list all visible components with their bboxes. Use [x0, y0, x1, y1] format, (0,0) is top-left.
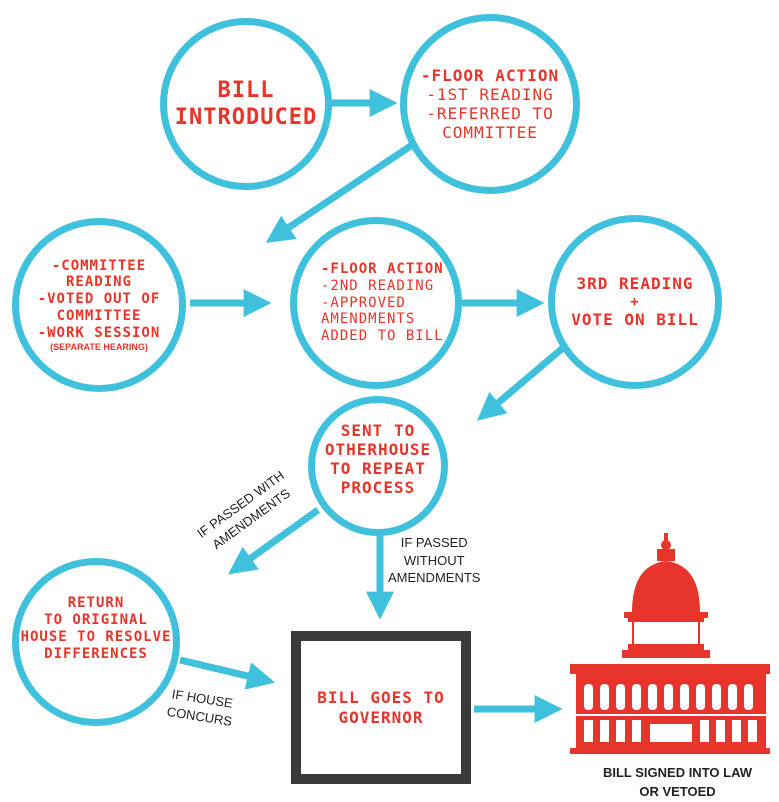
node-text: COMMITTEE: [442, 123, 538, 143]
node-text: SENT TO: [340, 420, 416, 440]
arrow-return-to-governor: [179, 656, 276, 690]
node-text: -FLOOR ACTION: [321, 261, 444, 277]
node-text: HOUSE TO RESOLVE: [20, 629, 172, 645]
node-return-original-house: RETURN TO ORIGINAL HOUSE TO RESOLVE DIFF…: [12, 558, 180, 726]
node-governor: BILL GOES TO GOVERNOR: [291, 631, 471, 784]
node-text: -2ND READING: [321, 277, 435, 294]
node-text: DIFFERENCES: [44, 645, 148, 662]
node-text: -REFERRED TO: [426, 104, 554, 123]
label-line: IF PASSED: [400, 535, 468, 550]
node-text: TO REPEAT: [330, 459, 426, 478]
node-text: -APPROVED: [321, 294, 406, 311]
node-third-reading: 3RD READING + VOTE ON BILL: [548, 215, 722, 389]
node-text: BILL GOES TO: [317, 688, 445, 708]
node-text: AMENDMENTS: [321, 311, 416, 328]
node-text: OTHERHOUSE: [324, 439, 432, 459]
node-text: INTRODUCED: [174, 105, 318, 130]
label-line: BILL SIGNED INTO LAW: [602, 765, 753, 780]
node-text: 3RD READING: [576, 274, 694, 294]
node-text: -COMMITTEE: [51, 257, 147, 274]
node-text: READING: [65, 274, 132, 291]
arrow-otherhouse-to-return: [228, 507, 321, 575]
label-bill-signed-or-vetoed: BILL SIGNED INTO LAW OR VETOED: [576, 764, 779, 802]
node-other-house: SENT TO OTHERHOUSE TO REPEAT PROCESS: [308, 396, 448, 536]
node-text: TO ORIGINAL: [44, 612, 148, 629]
capitol-building-icon: [570, 533, 770, 754]
label-line: AMENDMENTS: [388, 570, 481, 586]
node-note: (SEPARATE HEARING): [50, 341, 148, 352]
label-if-passed-without-amendments: IF PASSED WITHOUT AMENDMENTS: [388, 534, 480, 587]
node-floor-action-first: -FLOOR ACTION -1ST READING -REFERRED TO …: [400, 14, 580, 194]
label-line: WITHOUT: [403, 552, 465, 568]
node-text: COMMITTEE: [56, 308, 142, 324]
node-text: ADDED TO BILL: [321, 328, 444, 345]
arrow-third-to-otherhouse: [477, 344, 567, 421]
node-text: GOVERNOR: [338, 707, 424, 727]
label-line: OR VETOED: [639, 783, 716, 799]
node-text: RETURN: [67, 595, 125, 612]
arrow-floor1-to-committee: [265, 140, 417, 243]
node-text: -1ST READING: [426, 84, 554, 104]
node-text: -FLOOR ACTION: [420, 65, 560, 85]
node-text: -VOTED OUT OF: [37, 291, 161, 308]
node-text: BILL: [217, 77, 275, 103]
node-text: -WORK SESSION: [37, 324, 161, 341]
node-text: VOTE ON BILL: [571, 310, 699, 330]
node-text: PROCESS: [340, 478, 416, 498]
node-committee: -COMMITTEE READING -VOTED OUT OF COMMITT…: [12, 218, 186, 392]
node-bill-introduced: BILL INTRODUCED: [160, 18, 332, 190]
node-floor-action-second: -FLOOR ACTION -2ND READING -APPROVED AME…: [290, 217, 462, 389]
node-text: +: [630, 293, 640, 310]
